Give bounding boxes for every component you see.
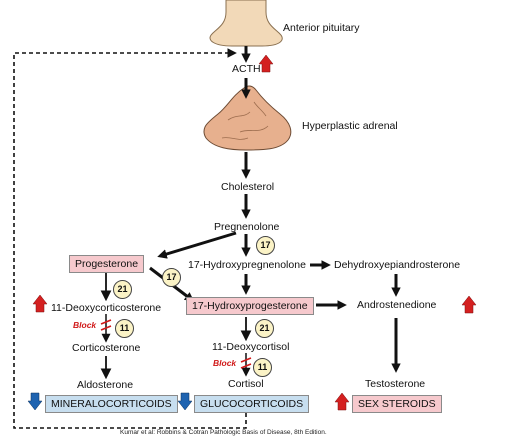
enzyme-17-mid-badge: 17 [162,268,181,287]
cortisol-label: Cortisol [228,378,264,390]
hyperplastic-adrenal-label: Hyperplastic adrenal [302,120,398,132]
deoxycortisol-label: 11-Deoxycortisol [212,341,290,353]
acth-label: ACTH [232,63,261,75]
enzyme-11-center-badge: 11 [253,358,272,377]
feedback-loop-dashed [13,48,247,429]
enzyme-21-center-badge: 21 [255,319,274,338]
glucocorticoids-box: GLUCOCORTICOIDS [194,395,310,413]
sex-steroids-box: SEX STEROIDS [352,395,442,413]
cholesterol-label: Cholesterol [221,181,275,193]
corticosterone-label: Corticosterone [72,342,141,354]
up-arrow-sex-steroids-icon [334,392,350,411]
block-label-left: Block [73,320,97,330]
mineralocorticoids-box: MINERALOCORTICOIDS [45,395,178,413]
block-label-center: Block [213,358,237,368]
up-arrow-acth-icon [258,54,274,73]
enzyme-21-left-badge: 21 [113,280,132,299]
progesterone-box: Progesterone [69,255,145,273]
enzyme-11-left-badge: 11 [115,319,134,338]
androstenedione-label: Androstenedione [357,299,437,311]
pregnenolone-label: Pregnenolone [214,221,280,233]
source-credit: Kumar et al: Robbins & Cotran Pathologic… [120,429,327,436]
testosterone-label: Testosterone [365,378,426,390]
hydroxypregnenolone-label: 17-Hydroxypregnenolone [188,259,306,271]
aldosterone-label: Aldosterone [77,379,134,391]
pituitary-shape [209,0,283,47]
deoxycorticosterone-label: 11-Deoxycorticosterone [51,302,162,314]
arrow-pregnenolone-progesterone [157,231,237,259]
block-mark-center [240,357,252,369]
adrenal-gland-shape [203,85,292,151]
enzyme-17-top-badge: 17 [256,236,275,255]
dehydroepiandrosterone-label: Dehydroxyepiandrosterone [334,259,461,271]
down-arrow-glucocorticoids-icon [177,392,193,411]
down-arrow-mineralocorticoids-icon [27,392,43,411]
up-arrow-deoxycorticosterone-icon [32,294,48,313]
block-mark-left [100,319,112,331]
anterior-pituitary-label: Anterior pituitary [283,22,360,34]
hydroxyprogesterone-box: 17-Hydroxyprogesterone [186,297,314,315]
up-arrow-androstenedione-icon [461,295,477,314]
